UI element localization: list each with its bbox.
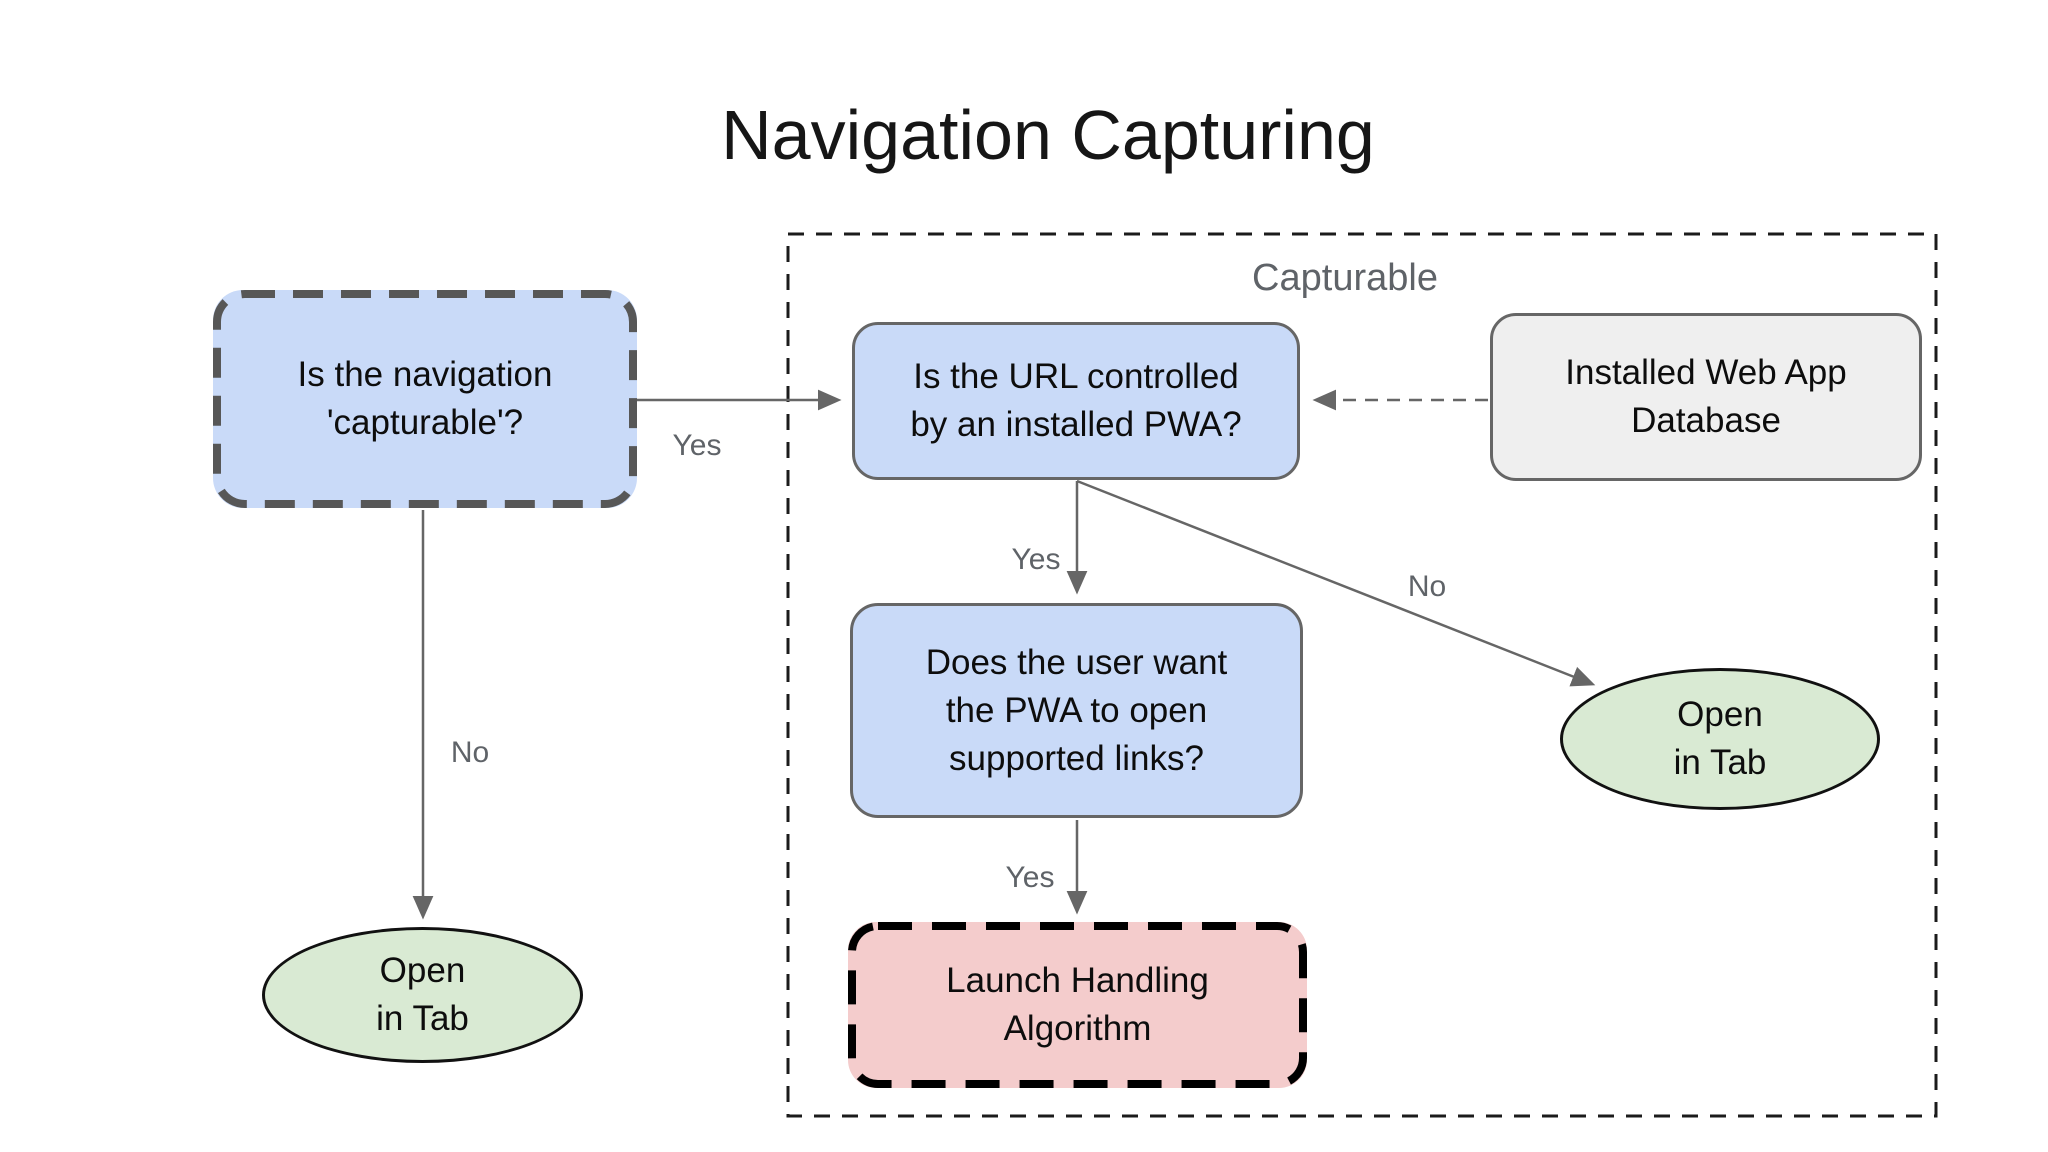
node-url-controlled-by-pwa: Is the URL controlled by an installed PW… [852, 322, 1300, 480]
edge-label-capturable-yes: Yes [672, 429, 722, 462]
node-is-navigation-capturable: Is the navigation 'capturable'? [213, 290, 637, 508]
page-title: Navigation Capturing [721, 96, 1375, 174]
node-installed-web-app-database: Installed Web App Database [1490, 313, 1922, 481]
edge-label-user-yes: Yes [1005, 861, 1055, 894]
node-user-wants-pwa-links: Does the user want the PWA to open suppo… [850, 603, 1303, 818]
node-open-in-tab-right: Open in Tab [1560, 668, 1880, 810]
node-launch-handling-algorithm-text: Launch Handling Algorithm [946, 961, 1209, 1048]
node-open-in-tab-right-text: Open in Tab [1673, 695, 1767, 782]
edge-label-url-yes: Yes [1011, 543, 1061, 576]
node-is-navigation-capturable-text: Is the navigation 'capturable'? [297, 355, 553, 442]
node-launch-handling-algorithm: Launch Handling Algorithm [848, 922, 1307, 1088]
capturable-group-label: Capturable [1252, 257, 1438, 299]
node-installed-web-app-database-text: Installed Web App Database [1565, 353, 1847, 440]
node-url-controlled-by-pwa-text: Is the URL controlled by an installed PW… [910, 357, 1242, 444]
node-open-in-tab-left: Open in Tab [262, 927, 583, 1063]
node-user-wants-pwa-links-text: Does the user want the PWA to open suppo… [925, 642, 1228, 778]
node-open-in-tab-left-text: Open in Tab [376, 951, 469, 1038]
edge-label-url-no: No [1407, 570, 1447, 603]
edge-label-capturable-no: No [450, 736, 490, 769]
